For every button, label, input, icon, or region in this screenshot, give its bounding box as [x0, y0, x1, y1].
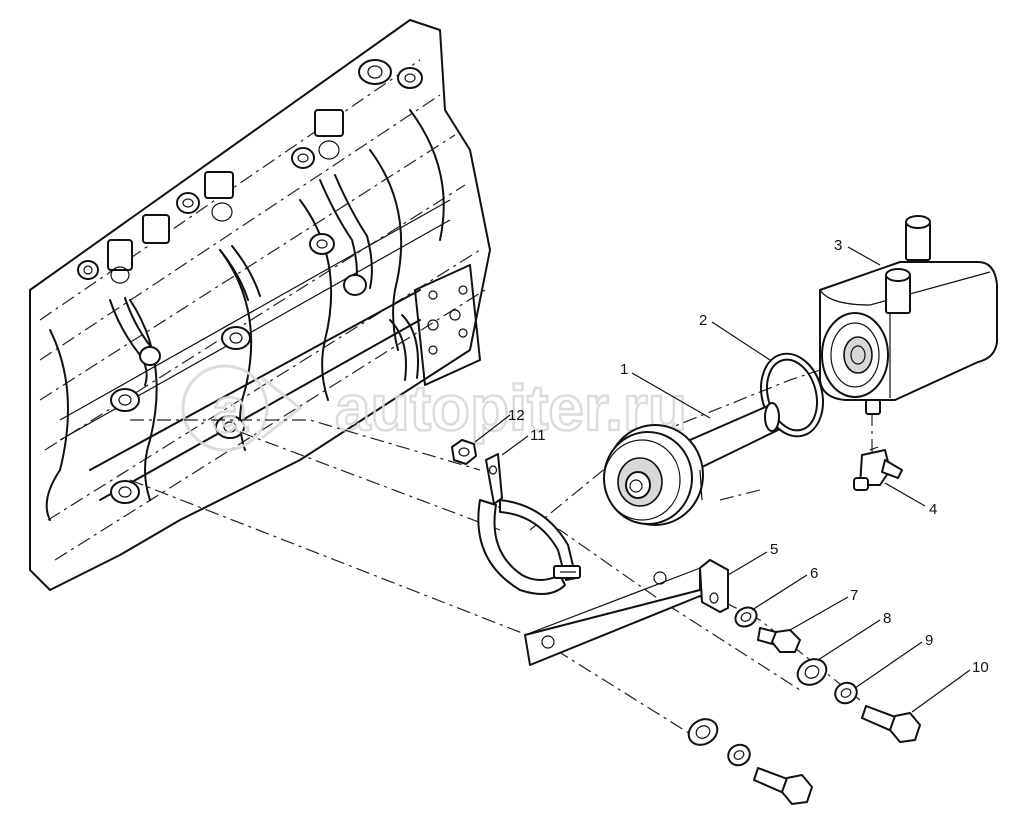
callout-12: 12	[508, 407, 525, 424]
block-boss-4	[291, 147, 315, 169]
callout-10: 10	[972, 659, 989, 676]
block-boss-9	[77, 260, 99, 280]
block-boss-6	[176, 192, 200, 214]
lower-washer	[687, 718, 719, 746]
part-7-bolt	[757, 627, 801, 653]
block-boss-12	[110, 388, 140, 412]
block-boss-15	[139, 346, 161, 366]
block-boss-14	[110, 480, 140, 504]
block-boss-13	[215, 415, 245, 439]
block-side-plate	[414, 264, 481, 386]
part-2-o-ring	[760, 352, 824, 438]
block-boss-8	[107, 239, 133, 284]
part-3-cooler-housing	[819, 215, 998, 415]
callout-6: 6	[810, 565, 818, 582]
callout-5: 5	[770, 541, 778, 558]
lower-lock-washer	[727, 743, 751, 767]
part-10-bolt	[861, 705, 921, 743]
part-1-pulley-shaft	[603, 402, 780, 526]
block-boss-3	[314, 109, 344, 160]
part-9-lock-washer	[834, 681, 858, 705]
part-6-washer	[734, 606, 758, 628]
block-boss-7	[142, 214, 170, 244]
callout-1: 1	[620, 361, 628, 378]
part-5-bracket	[524, 559, 729, 666]
callout-leaders	[474, 246, 971, 713]
callout-8: 8	[883, 610, 891, 627]
callout-3: 3	[834, 237, 842, 254]
callout-4: 4	[929, 501, 937, 518]
part-11-clamp	[477, 453, 581, 595]
block-boss-1	[358, 59, 392, 85]
callout-11: 11	[530, 427, 546, 444]
callout-9: 9	[925, 632, 933, 649]
block-boss-10	[309, 233, 335, 255]
block-boss-11	[221, 326, 251, 350]
part-4-drain-valve	[853, 446, 903, 491]
block-boss-16	[343, 274, 367, 296]
lower-bolt	[753, 767, 813, 805]
svg-text:a: a	[212, 374, 248, 446]
block-boss-2	[397, 67, 423, 89]
engine-block	[29, 19, 491, 591]
callout-7: 7	[850, 587, 858, 604]
block-boss-5	[204, 171, 234, 222]
part-12-nut	[451, 439, 477, 465]
callout-labels: 1 2 3 4 5 6 7 8 9 10 11 12	[508, 237, 989, 676]
part-8-washer	[796, 658, 828, 686]
callout-2: 2	[699, 312, 707, 329]
